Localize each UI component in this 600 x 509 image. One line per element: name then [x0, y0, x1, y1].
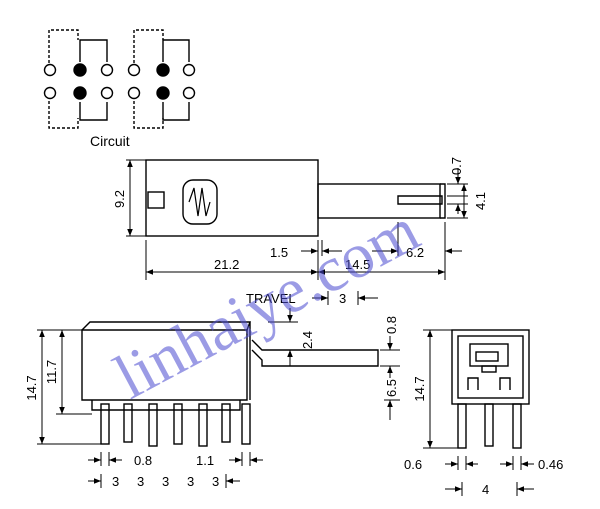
circuit-pin-common: [156, 63, 170, 77]
end-view-dimensions: [423, 329, 534, 496]
dim-pin-width: 0.8: [134, 453, 152, 468]
dim-pitch: 3: [112, 474, 119, 489]
dim-slot-width: 0.7: [449, 157, 464, 175]
circuit-pin-common: [73, 86, 87, 100]
circuit-pin-common: [73, 63, 87, 77]
circuit-pin-open: [182, 86, 196, 100]
circuit-diagram: [43, 29, 196, 129]
watermark: linhaiye.com: [103, 194, 430, 413]
circuit-label: Circuit: [90, 133, 130, 149]
dim-pin-gap: 1.1: [196, 453, 214, 468]
dim-top-height: 9.2: [112, 190, 127, 208]
dim-travel: 3: [339, 291, 346, 306]
dim-pitch: 3: [162, 474, 169, 489]
dim-lever-length: 6.2: [406, 245, 424, 260]
circuit-pin-open: [43, 63, 57, 77]
dim-end-pin-thickness: 0.46: [538, 457, 563, 472]
top-view: [145, 159, 446, 237]
dim-side-height-body: 11.7: [44, 360, 59, 384]
side-pins: [100, 403, 251, 447]
dim-lever-thickness: 0.8: [384, 316, 399, 334]
circuit-pin-open: [43, 86, 57, 100]
end-view: [451, 329, 530, 449]
circuit-pin-open: [127, 86, 141, 100]
circuit-pin-common: [156, 86, 170, 100]
dim-side-height-total: 14.7: [24, 375, 39, 400]
side-view: [81, 321, 379, 447]
dim-end-pitch: 4: [482, 482, 489, 497]
dim-lever-height: 4.1: [473, 192, 488, 210]
circuit-pin-open: [100, 86, 114, 100]
dim-body-length: 21.2: [214, 257, 239, 272]
dim-lever-drop: 2.4: [300, 331, 315, 349]
circuit-pin-open: [182, 63, 196, 77]
dim-pin-offset: 1.5: [270, 245, 288, 260]
dim-pitch-row: 3 3 3 3 3: [112, 474, 219, 489]
side-view-dimensions: [37, 308, 400, 488]
dim-lever-extension: 14.5: [345, 257, 370, 272]
circuit-pin-open: [127, 63, 141, 77]
dim-pitch: 3: [212, 474, 219, 489]
circuit-pin-open: [100, 63, 114, 77]
travel-label: TRAVEL: [246, 291, 296, 306]
dim-pitch: 3: [187, 474, 194, 489]
dim-pitch: 3: [137, 474, 144, 489]
dim-end-height: 14.7: [412, 376, 427, 401]
dim-end-pin-width: 0.6: [404, 457, 422, 472]
dim-lever-height: 6.5: [384, 379, 399, 397]
top-view-dimensions: [126, 159, 468, 305]
